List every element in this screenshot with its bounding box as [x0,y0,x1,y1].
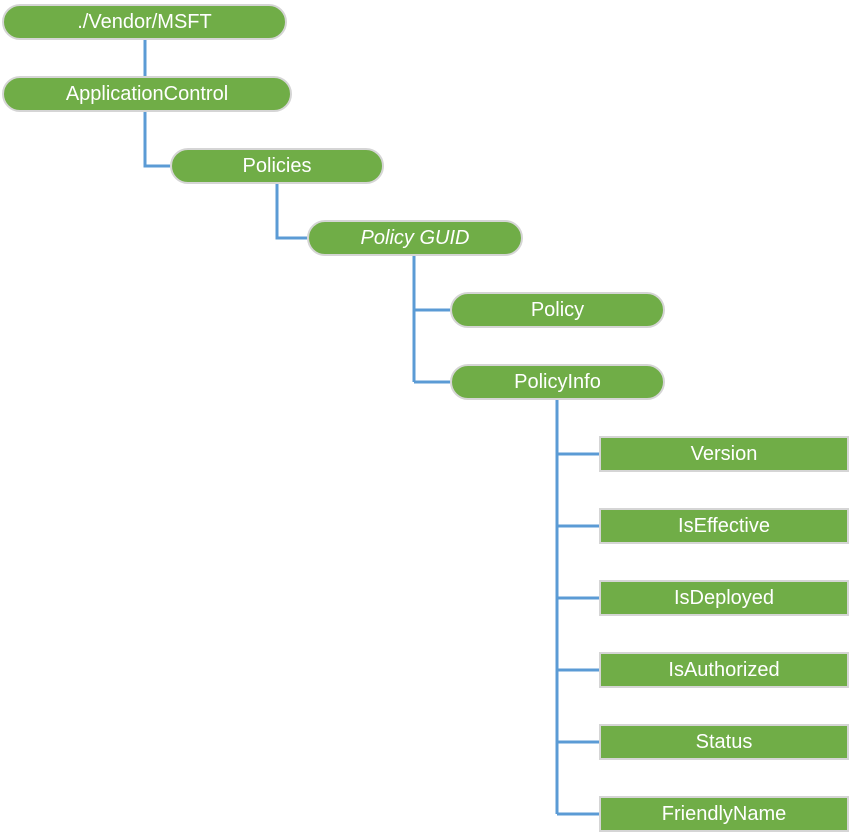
node-status: Status [599,724,849,760]
node-policy-info: PolicyInfo [450,364,665,400]
connector-policyguid-to-children [412,256,450,384]
node-is-effective: IsEffective [599,508,849,544]
connector-applicationcontrol-to-policies [143,112,170,168]
node-is-deployed: IsDeployed [599,580,849,616]
node-is-authorized: IsAuthorized [599,652,849,688]
node-policies: Policies [170,148,384,184]
node-policy: Policy [450,292,665,328]
node-policy-guid: Policy GUID [307,220,523,256]
node-vendor-msft: ./Vendor/MSFT [2,4,287,40]
node-friendly-name: FriendlyName [599,796,849,832]
connector-policyinfo-to-leaves [555,400,599,816]
node-version: Version [599,436,849,472]
node-application-control: ApplicationControl [2,76,292,112]
connector-policies-to-policyguid [275,184,307,240]
